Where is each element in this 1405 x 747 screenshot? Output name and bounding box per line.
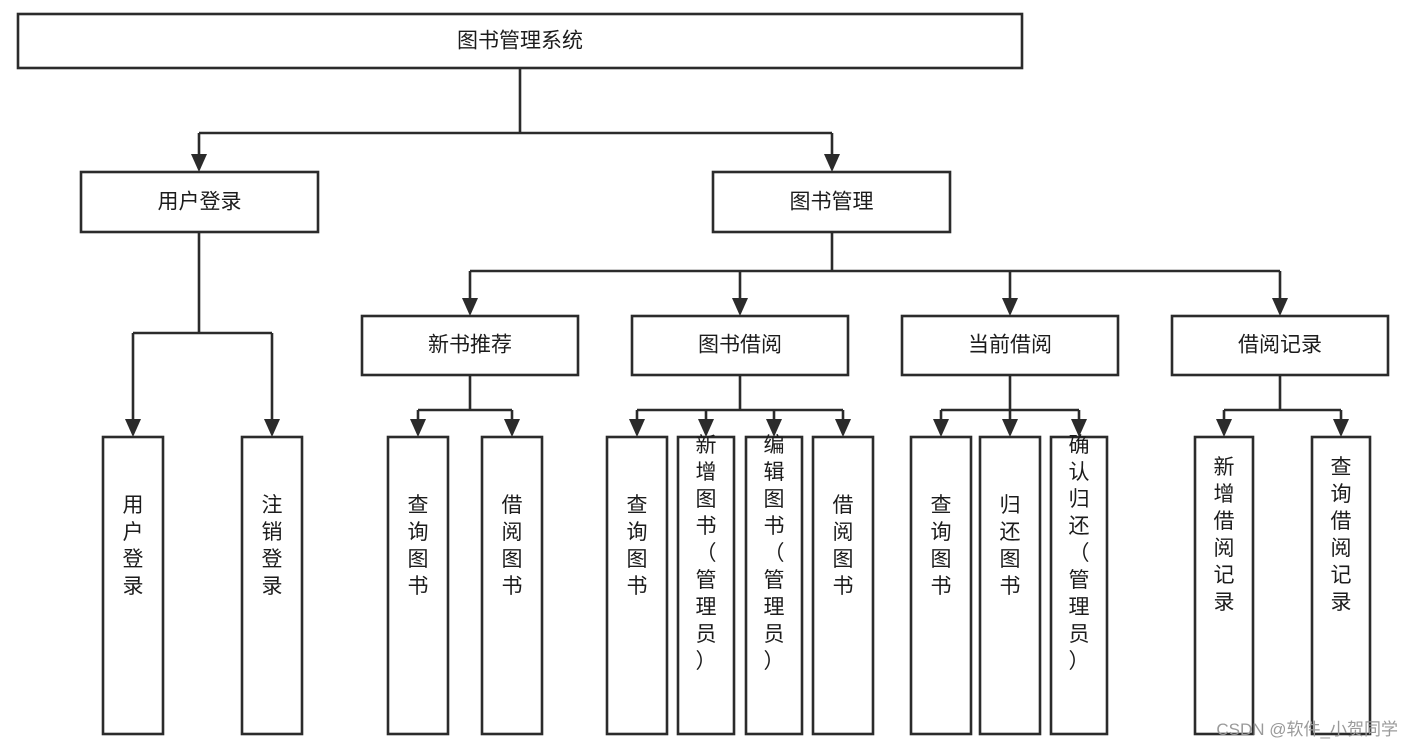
arrow-head-icon [824, 154, 840, 172]
arrow-head-icon [698, 419, 714, 437]
leaf-node-query-book-borrow[interactable]: 查询图书 [605, 435, 669, 736]
leaf-node-query-borrow-record-label: 查询借阅记录 [1331, 456, 1352, 614]
arrow-head-icon [732, 298, 748, 316]
arrow-head-icon [191, 154, 207, 172]
leaf-node-edit-book-admin-label: 编辑图书（管理员） [764, 434, 785, 673]
leaf-node-borrow-book-label: 借阅图书 [833, 494, 854, 598]
arrow-head-icon [1002, 298, 1018, 316]
arrow-head-icon [1071, 419, 1087, 437]
arrow-head-icon [1216, 419, 1232, 437]
node-borrow-record-label: 借阅记录 [1238, 334, 1322, 357]
node-current-borrow-label: 当前借阅 [968, 334, 1052, 357]
leaf-node-confirm-return-admin-label: 确认归还（管理员） [1069, 434, 1090, 673]
node-current-borrow[interactable]: 当前借阅 [900, 314, 1120, 377]
connector-newbook-to-leaves [410, 375, 520, 437]
leaf-node-query-borrow-record[interactable]: 查询借阅记录 [1310, 435, 1372, 736]
leaf-node-logout-label: 注销登录 [262, 494, 283, 598]
arrow-head-icon [125, 419, 141, 437]
arrow-head-icon [1333, 419, 1349, 437]
node-new-book-recommend[interactable]: 新书推荐 [360, 314, 580, 377]
leaf-node-borrow-book-recommend-label: 借阅图书 [502, 494, 523, 598]
arrow-head-icon [1272, 298, 1288, 316]
node-new-book-recommend-label: 新书推荐 [428, 334, 512, 357]
leaf-node-confirm-return-admin[interactable]: 确认归还（管理员） [1049, 434, 1109, 736]
leaf-node-logout[interactable]: 注销登录 [240, 435, 304, 736]
leaf-node-return-book[interactable]: 归还图书 [978, 435, 1042, 736]
node-user-login-label: 用户登录 [158, 191, 242, 214]
connector-userlogin-to-leaves [125, 232, 280, 437]
node-user-login[interactable]: 用户登录 [79, 170, 320, 234]
leaf-node-add-borrow-record[interactable]: 新增借阅记录 [1193, 435, 1255, 736]
arrow-head-icon [933, 419, 949, 437]
leaf-node-query-book-recommend-label: 查询图书 [408, 494, 429, 598]
node-book-management-label: 图书管理 [790, 191, 874, 214]
connector-bookborrow-to-leaves [629, 375, 851, 437]
node-book-borrow[interactable]: 图书借阅 [630, 314, 850, 377]
connector-currentborrow-to-leaves [933, 375, 1087, 437]
leaf-node-user-login-label: 用户登录 [123, 494, 144, 598]
arrow-head-icon [462, 298, 478, 316]
leaf-node-query-book-current-label: 查询图书 [931, 494, 952, 598]
arrow-head-icon [504, 419, 520, 437]
leaf-node-borrow-book[interactable]: 借阅图书 [811, 435, 875, 736]
connector-borrowrecord-to-leaves [1216, 375, 1349, 437]
leaf-node-query-book-borrow-label: 查询图书 [627, 494, 648, 598]
watermark-label: CSDN @软件_小贺同学 [1216, 720, 1398, 739]
node-book-borrow-label: 图书借阅 [698, 334, 782, 357]
connector-bookmgmt-to-level3 [462, 232, 1288, 316]
arrow-head-icon [629, 419, 645, 437]
leaf-node-query-book-recommend[interactable]: 查询图书 [386, 435, 450, 736]
leaf-node-add-book-admin-label: 新增图书（管理员） [696, 434, 717, 673]
leaf-node-add-book-admin[interactable]: 新增图书（管理员） [676, 434, 736, 736]
node-root-system[interactable]: 图书管理系统 [16, 12, 1024, 70]
arrow-head-icon [835, 419, 851, 437]
leaf-node-return-book-label: 归还图书 [1000, 494, 1021, 598]
connector-root-to-level2 [191, 68, 840, 172]
node-book-management[interactable]: 图书管理 [711, 170, 952, 234]
leaf-node-user-login[interactable]: 用户登录 [101, 435, 165, 736]
arrow-head-icon [410, 419, 426, 437]
node-borrow-record[interactable]: 借阅记录 [1170, 314, 1390, 377]
leaf-node-query-book-current[interactable]: 查询图书 [909, 435, 973, 736]
arrow-head-icon [1002, 419, 1018, 437]
node-root-label: 图书管理系统 [457, 30, 583, 53]
arrow-head-icon [766, 419, 782, 437]
leaf-node-edit-book-admin[interactable]: 编辑图书（管理员） [744, 434, 804, 736]
arrow-head-icon [264, 419, 280, 437]
leaf-node-add-borrow-record-label: 新增借阅记录 [1214, 456, 1235, 614]
leaf-node-borrow-book-recommend[interactable]: 借阅图书 [480, 435, 544, 736]
